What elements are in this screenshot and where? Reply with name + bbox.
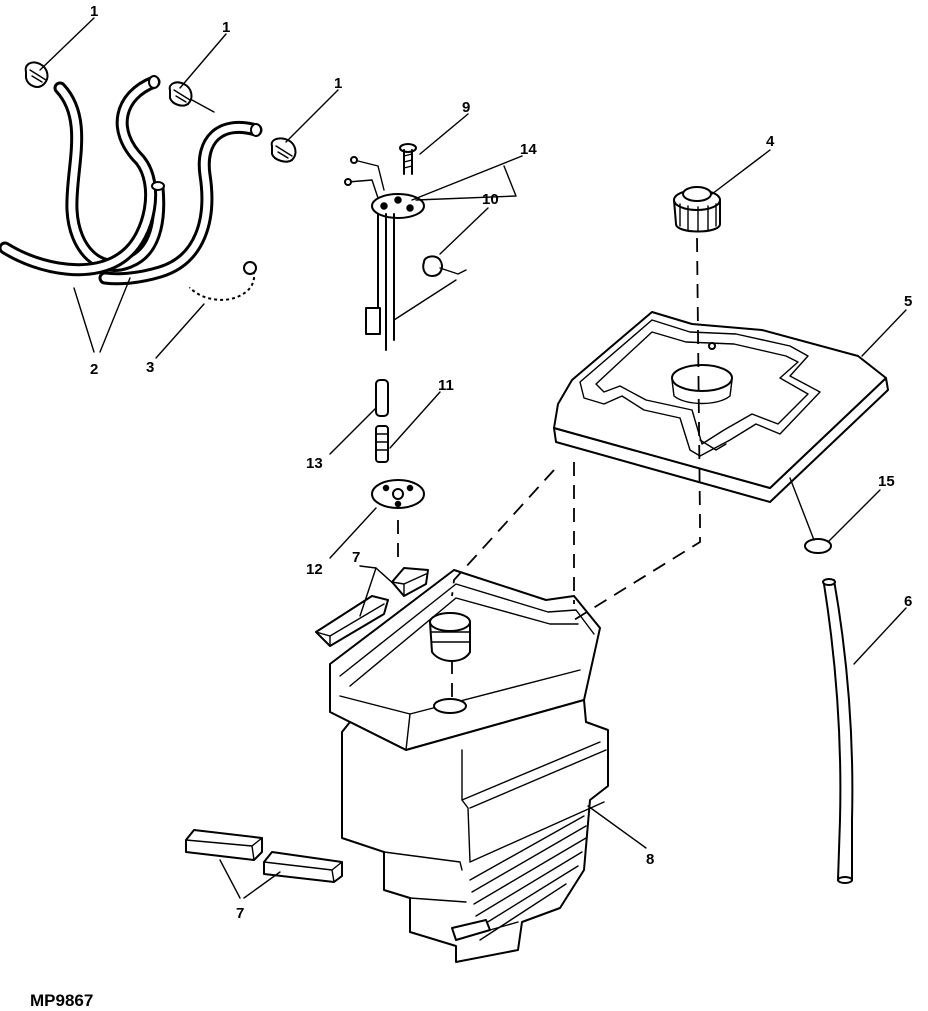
callout-3: 3 bbox=[146, 359, 154, 376]
tank-pad-lower-2 bbox=[263, 851, 343, 883]
fuel-cap bbox=[673, 186, 721, 233]
leader-lines bbox=[39, 17, 907, 899]
o-ring bbox=[804, 538, 832, 554]
callout-4: 4 bbox=[766, 133, 775, 150]
vent-hose bbox=[822, 578, 854, 884]
callout-10: 10 bbox=[482, 191, 499, 208]
callout-6: 6 bbox=[904, 593, 912, 610]
callout-7a: 7 bbox=[352, 549, 360, 566]
tank-pad-lower-1 bbox=[185, 829, 263, 861]
callout-15: 15 bbox=[878, 473, 895, 490]
callout-13: 13 bbox=[306, 455, 323, 472]
callout-12: 12 bbox=[306, 561, 323, 578]
callout-8: 8 bbox=[646, 851, 654, 868]
fuel-float bbox=[422, 255, 467, 277]
callout-11: 11 bbox=[438, 377, 454, 394]
tank-pad-upper-2 bbox=[391, 567, 429, 597]
callout-1a: 1 bbox=[90, 3, 98, 20]
callout-7b: 7 bbox=[236, 905, 244, 922]
tank-pad-upper-1 bbox=[315, 595, 389, 647]
hose-clamp-1c bbox=[270, 137, 297, 163]
small-vent-hose bbox=[188, 261, 257, 302]
assembly-lines bbox=[397, 237, 815, 700]
callout-5: 5 bbox=[904, 293, 912, 310]
tank-top-cover bbox=[553, 311, 889, 503]
figure-id: MP9867 bbox=[30, 991, 93, 1010]
callout-14: 14 bbox=[520, 141, 537, 158]
fuel-gauge-sender bbox=[344, 156, 457, 351]
pickup-tube bbox=[375, 379, 389, 417]
callout-9: 9 bbox=[462, 99, 470, 116]
mounting-screw bbox=[399, 143, 417, 175]
fuel-fitting bbox=[375, 425, 389, 463]
fuel-hoses bbox=[0, 75, 263, 286]
callout-1c: 1 bbox=[334, 75, 342, 92]
fuel-tank bbox=[329, 569, 609, 963]
hose-clamp-1b bbox=[168, 81, 193, 107]
callout-2: 2 bbox=[90, 361, 98, 378]
callout-1b: 1 bbox=[222, 19, 230, 36]
callouts: 1 1 1 2 3 9 14 10 4 5 11 13 15 12 7 6 8 … bbox=[90, 3, 912, 922]
sender-grommet bbox=[371, 479, 425, 509]
